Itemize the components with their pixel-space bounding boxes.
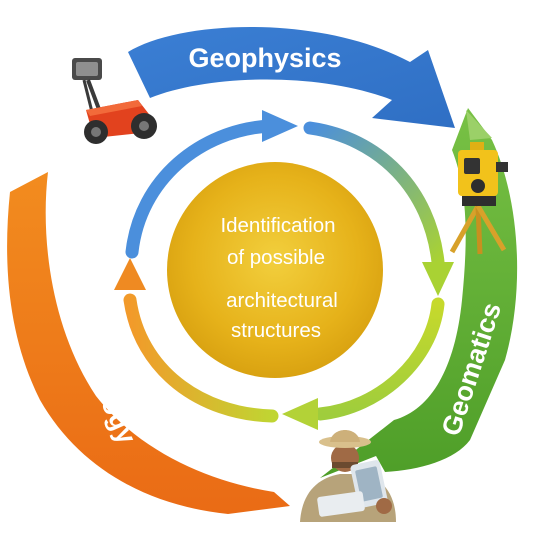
archaeologist-with-tablet-icon [300, 430, 396, 522]
center-line-2: of possible [227, 246, 325, 269]
inner-arc-bottom [123, 293, 279, 423]
center-line-1: Identification [220, 214, 335, 237]
center-line-4: structures [231, 319, 321, 342]
inner-arc-right-top [303, 121, 445, 269]
geophysics-label: Geophysics [188, 43, 341, 73]
ground-penetrating-radar-icon [72, 58, 157, 144]
center-line-3: architectural [226, 289, 338, 312]
total-station-icon [449, 142, 508, 255]
inner-cycle [114, 110, 454, 430]
inner-arc-right-bottom [313, 297, 445, 421]
geophysics-arrow: Geophysics [128, 26, 455, 128]
inner-arc-top [125, 119, 277, 259]
center-hub: Identification of possible architectural… [167, 162, 383, 378]
